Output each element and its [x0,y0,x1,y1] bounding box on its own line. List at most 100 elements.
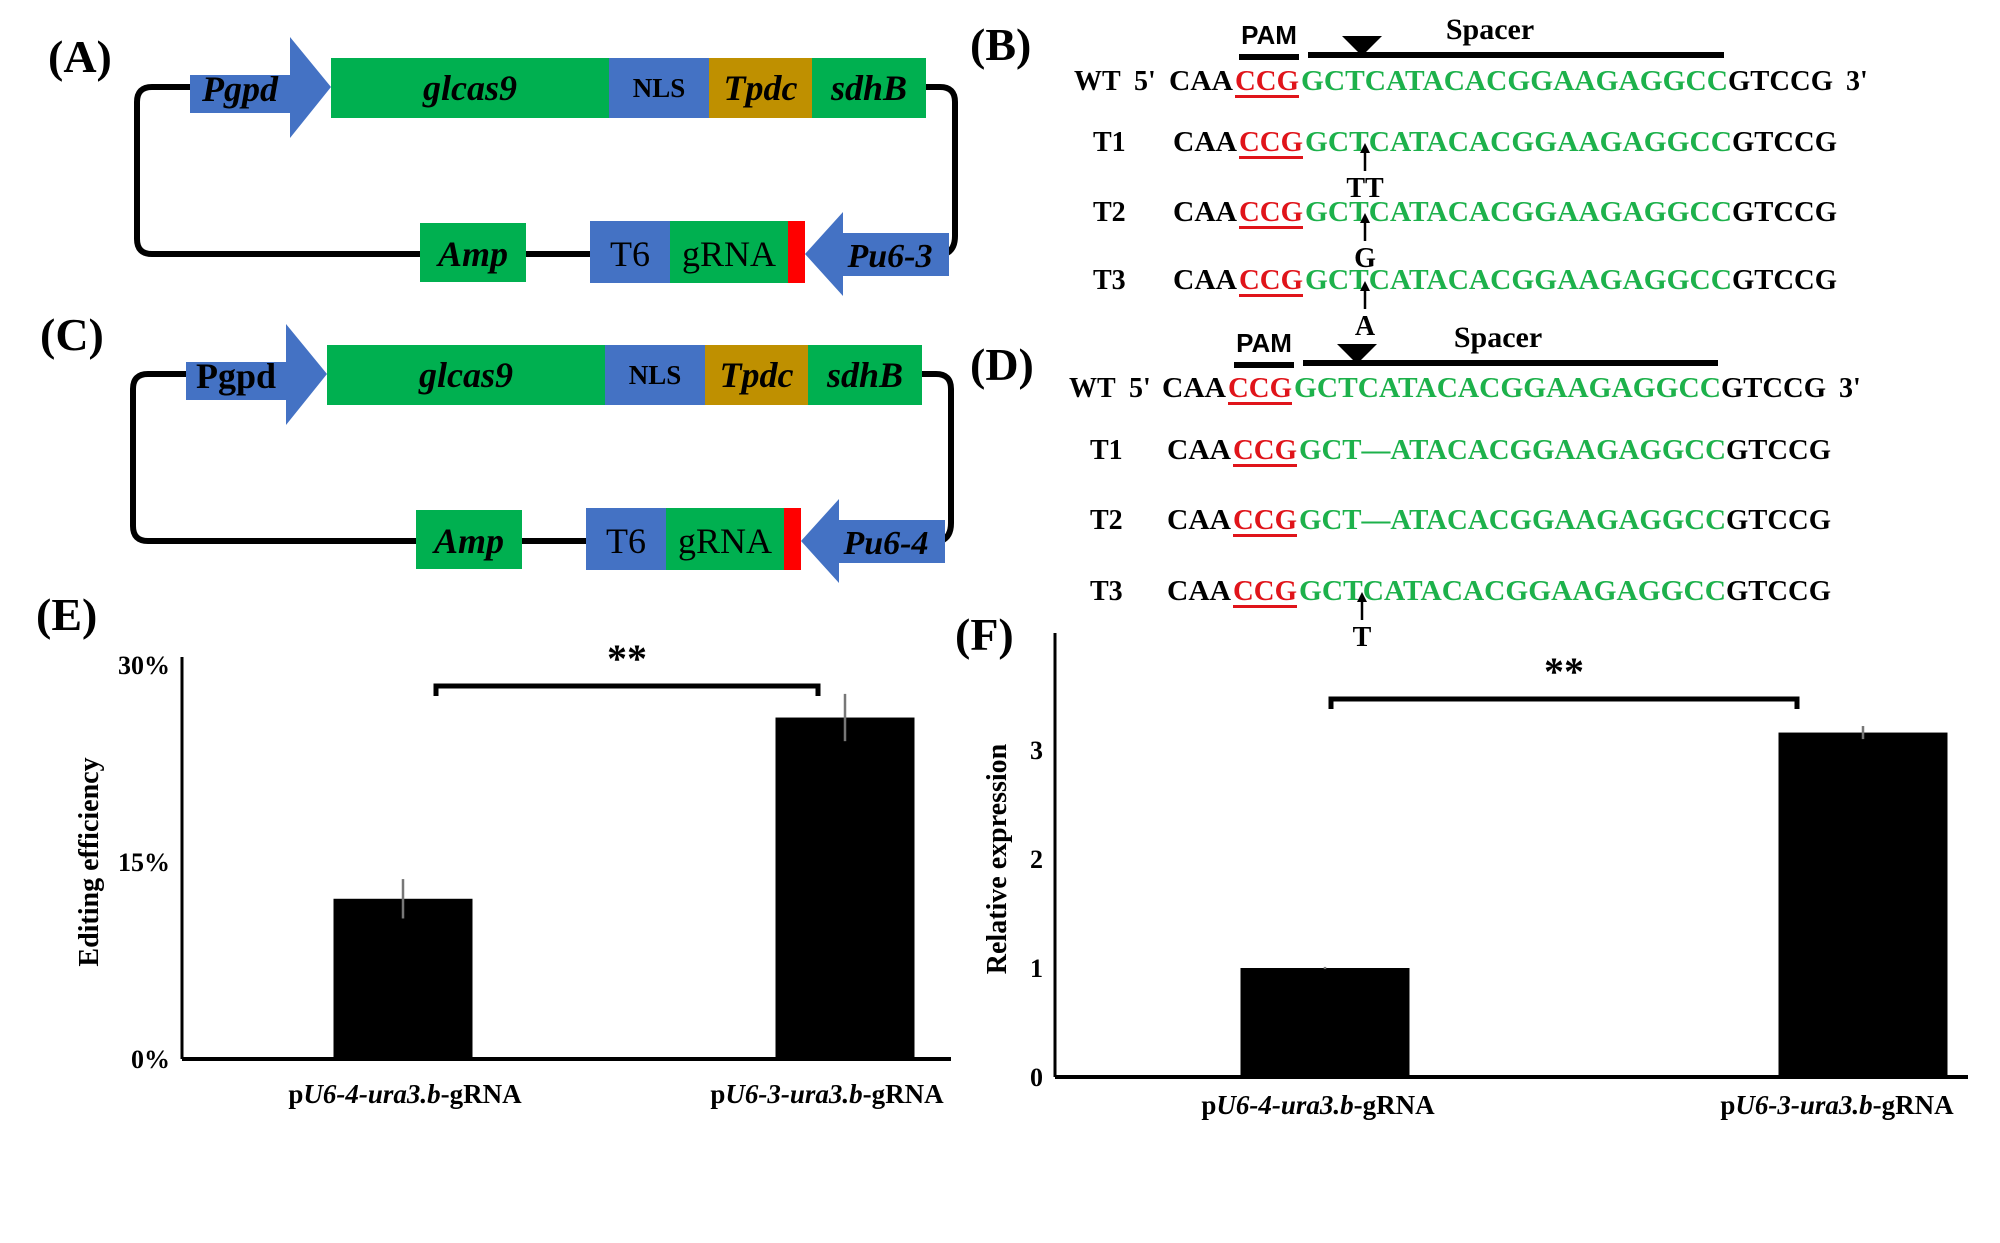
panel-label-f: (F) [955,609,1014,660]
panel-label-b: (B) [970,19,1031,70]
bar [1778,732,1948,1077]
promoter-arrow [190,37,331,138]
flank-left: CAA [1173,197,1238,228]
nls-box [605,345,705,405]
backbone-right [920,84,958,257]
flank-right: GTCCG [1728,66,1833,97]
arrow-head-icon [1360,213,1370,223]
pam-underline [1233,464,1297,467]
mutation-label: A [1355,311,1376,342]
spacer-bar [1308,52,1724,58]
grna-box [670,221,788,283]
t6-box [586,508,666,570]
grna-label: gRNA [682,234,776,274]
pam-sequence: CCG [1239,265,1303,296]
label-italic: U6-4-ura3.b [303,1079,440,1109]
label-suffix: -gRNA [863,1079,944,1109]
u6-promoter-arrow [805,212,949,296]
cas9-label: glcas9 [422,68,517,108]
nls-label: NLS [633,73,686,103]
y-tick-label: 3 [1030,736,1043,765]
label-italic: U6-3-ura3.b [1735,1090,1872,1120]
terminator-box [709,58,812,118]
arrow-head-icon [1357,592,1367,602]
y-axis-label: Editing efficiency [74,757,105,966]
x-tick-label: pU6-3-ura3.b-gRNA [710,1079,944,1109]
spacer-bar [1303,360,1718,366]
cas9-box [331,58,609,118]
y-tick-label: 30% [118,651,170,680]
pam-sequence: CCG [1233,576,1297,607]
pam-sequence: CCG [1233,505,1297,536]
bar-chart-e: 0%15%30%Editing efficiencypU6-4-ura3.b-g… [74,636,951,1109]
spacer-label: Spacer [1446,13,1534,46]
y-tick-label: 0% [131,1045,170,1074]
promoter-label: Pgpd [196,356,276,396]
backbone-right [916,371,954,544]
label-italic: U6-3-ura3.b [725,1079,862,1109]
pam-bar [1234,362,1294,368]
pam-underline [1233,534,1297,537]
terminator-label: Tpdc [724,68,798,108]
flank-right: GTCCG [1732,197,1837,228]
row-label: T2 [1090,505,1123,536]
label-prefix: p [288,1079,303,1109]
spacer-sequence: GCTCATACACGGAAGAGGCC [1305,265,1732,296]
flank-right: GTCCG [1732,265,1837,296]
sdhb-box [812,58,926,118]
y-tick-label: 1 [1030,954,1043,983]
target-marker [784,508,801,570]
flank-right: GTCCG [1721,373,1826,404]
pam-label: PAM [1236,328,1292,358]
pam-underline [1233,605,1297,608]
row-label: T1 [1090,435,1123,466]
three-prime-label: 3' [1839,373,1861,404]
flank-left: CAA [1167,576,1232,607]
cas9-box [327,345,605,405]
flank-right: GTCCG [1726,435,1831,466]
flank-left: CAA [1162,373,1227,404]
row-label: T3 [1093,265,1126,296]
y-axis-label: Relative expression [982,743,1013,974]
significance-bracket [433,683,821,696]
spacer-sequence: GCT—ATACACGGAAGAGGCC [1299,505,1726,536]
flank-left: CAA [1173,127,1238,158]
cas9-label: glcas9 [418,355,513,395]
y-tick-label: 2 [1030,845,1043,874]
grna-label: gRNA [678,521,772,561]
mutation-label: TT [1346,173,1384,204]
bar [1240,968,1410,1077]
panel-label-e: (E) [36,589,97,640]
row-label: T3 [1090,576,1123,607]
x-tick-label: pU6-3-ura3.b-gRNA [1720,1090,1954,1120]
spacer-sequence: GCTCATACACGGAAGAGGCC [1305,197,1732,228]
backbone-left [130,371,596,544]
panel-label-c: (C) [40,309,104,360]
three-prime-label: 3' [1846,66,1868,97]
arrow-head-icon [1360,281,1370,291]
pam-sequence: CCG [1239,197,1303,228]
pam-underline [1239,226,1303,229]
flank-right: GTCCG [1726,576,1831,607]
flank-left: CAA [1167,505,1232,536]
cut-site-triangle [1337,344,1377,364]
label-suffix: -gRNA [1873,1090,1954,1120]
flank-left: CAA [1169,66,1234,97]
significance-stars: ** [607,636,647,681]
t6-box [590,221,670,283]
backbone-left [134,84,600,257]
nls-box [609,58,709,118]
t6-label: T6 [606,521,646,561]
flank-left: CAA [1167,435,1232,466]
spacer-label: Spacer [1454,321,1542,354]
promoter-arrow [186,324,327,425]
significance-stars: ** [1544,649,1584,694]
sdhb-box [808,345,922,405]
pam-sequence: CCG [1233,435,1297,466]
amp-label: Amp [436,234,508,274]
